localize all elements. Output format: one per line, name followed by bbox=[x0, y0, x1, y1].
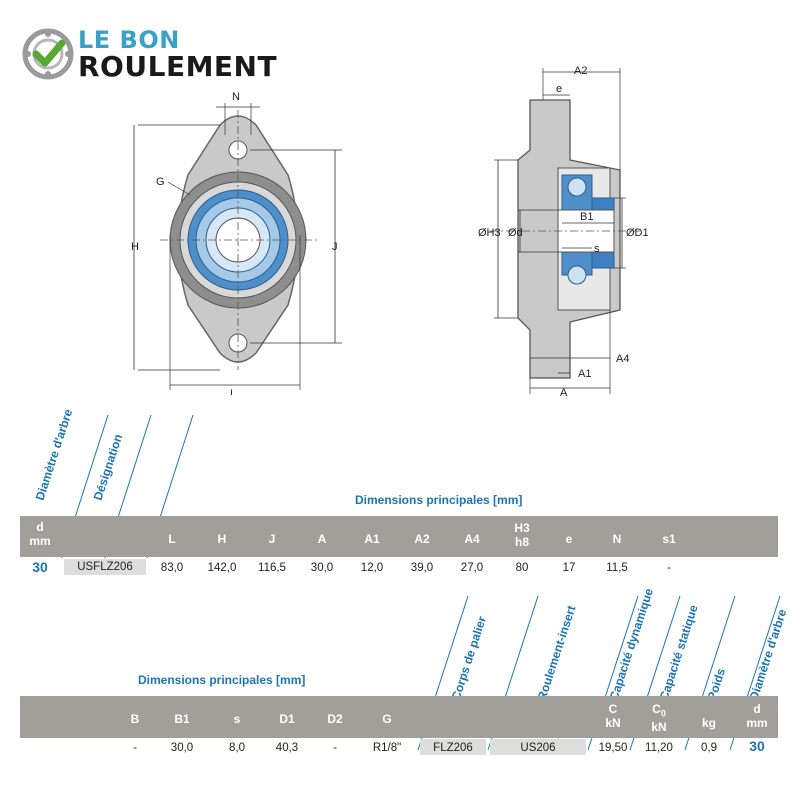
t2-section-title: Dimensions principales [mm] bbox=[138, 673, 306, 687]
t2-col-D1: D1 bbox=[279, 712, 295, 726]
t1-col-J: J bbox=[268, 532, 276, 546]
t1-row-d: 30 bbox=[32, 559, 48, 575]
dim-A4: A4 bbox=[616, 353, 629, 365]
t2-row-insert: US206 bbox=[520, 742, 556, 754]
t1-row-designation: USFLZ206 bbox=[77, 561, 133, 573]
dim-A: A bbox=[560, 387, 568, 399]
t2-col-B: B bbox=[130, 712, 140, 726]
side-view-drawing: A2 e ØH3 Ød B1 s ØD1 A4 A1 A bbox=[478, 65, 649, 399]
t1-col-A4: A4 bbox=[464, 532, 480, 546]
t2-col-B1: B1 bbox=[174, 712, 190, 726]
logo-line2: ROULEMENT bbox=[78, 50, 278, 83]
bearing-check-icon bbox=[22, 28, 74, 80]
dim-B1: B1 bbox=[580, 211, 593, 223]
dim-J: J bbox=[332, 241, 338, 253]
t1-row-A2: 39,0 bbox=[410, 562, 434, 574]
t2-row-C: 19,50 bbox=[598, 742, 628, 754]
t1-row-N: 11,5 bbox=[606, 562, 628, 574]
dim-L: L bbox=[230, 388, 236, 395]
dim-D1: ØD1 bbox=[626, 227, 649, 239]
t1-col-N: N bbox=[612, 532, 622, 546]
t1-section-title: Dimensions principales [mm] bbox=[355, 493, 523, 507]
t2-row-s: 8,0 bbox=[229, 742, 245, 754]
t1-col-s1: s1 bbox=[662, 532, 676, 546]
dim-d: Ød bbox=[508, 227, 523, 239]
t1-col-L: L bbox=[168, 532, 176, 546]
t2-row-C0: 11,20 bbox=[645, 742, 673, 754]
t1-row-H3: 80 bbox=[515, 562, 529, 574]
t1-col-A1: A1 bbox=[364, 532, 380, 546]
logo-line1: LE BON bbox=[78, 26, 180, 54]
t1-row-H: 142,0 bbox=[207, 562, 237, 574]
dim-e: e bbox=[556, 83, 562, 95]
dim-A2: A2 bbox=[574, 65, 587, 77]
t1-row-s1: - bbox=[667, 562, 671, 574]
t2-row-d: 30 bbox=[749, 738, 765, 754]
t2-housing-bg bbox=[420, 739, 486, 755]
t2-col-kg: kg bbox=[701, 716, 716, 730]
dim-H3: ØH3 bbox=[478, 227, 501, 239]
t1-col-e: e bbox=[565, 532, 573, 546]
t2-col-s: s bbox=[233, 712, 241, 726]
dim-s: s bbox=[594, 243, 600, 255]
t1-row-e: 17 bbox=[562, 562, 576, 574]
t2-col-D2: D2 bbox=[327, 712, 343, 726]
t1-col-A: A bbox=[317, 532, 327, 546]
t2-row-D2: - bbox=[333, 742, 337, 754]
dim-N: N bbox=[232, 91, 240, 103]
t1-row-L: 83,0 bbox=[160, 562, 184, 574]
front-view-drawing: N H J L G bbox=[131, 91, 342, 395]
t2-row-G: R1/8" bbox=[372, 742, 402, 754]
t1-designation-bg bbox=[64, 559, 146, 575]
t2-row-B1: 30,0 bbox=[170, 742, 194, 754]
t1-header-band bbox=[20, 516, 778, 557]
t1-row-A: 30,0 bbox=[310, 562, 334, 574]
t2-insert-bg bbox=[490, 739, 586, 755]
dim-H: H bbox=[131, 241, 139, 253]
dim-G: G bbox=[156, 176, 165, 188]
t2-row-D1: 40,3 bbox=[275, 742, 299, 754]
t1-col-H: H bbox=[217, 532, 227, 546]
dim-A1: A1 bbox=[578, 368, 591, 380]
t2-col-G: G bbox=[382, 712, 392, 726]
t1-row-A4: 27,0 bbox=[460, 562, 484, 574]
t2-row-weight: 0,9 bbox=[701, 742, 717, 754]
t1-row-A1: 12,0 bbox=[360, 562, 384, 574]
t2-row-B: - bbox=[133, 742, 137, 754]
t2-row-housing: FLZ206 bbox=[433, 742, 473, 754]
t1-col-A2: A2 bbox=[414, 532, 430, 546]
t1-row-J: 116,5 bbox=[258, 562, 286, 574]
t2-header-band bbox=[20, 696, 778, 738]
